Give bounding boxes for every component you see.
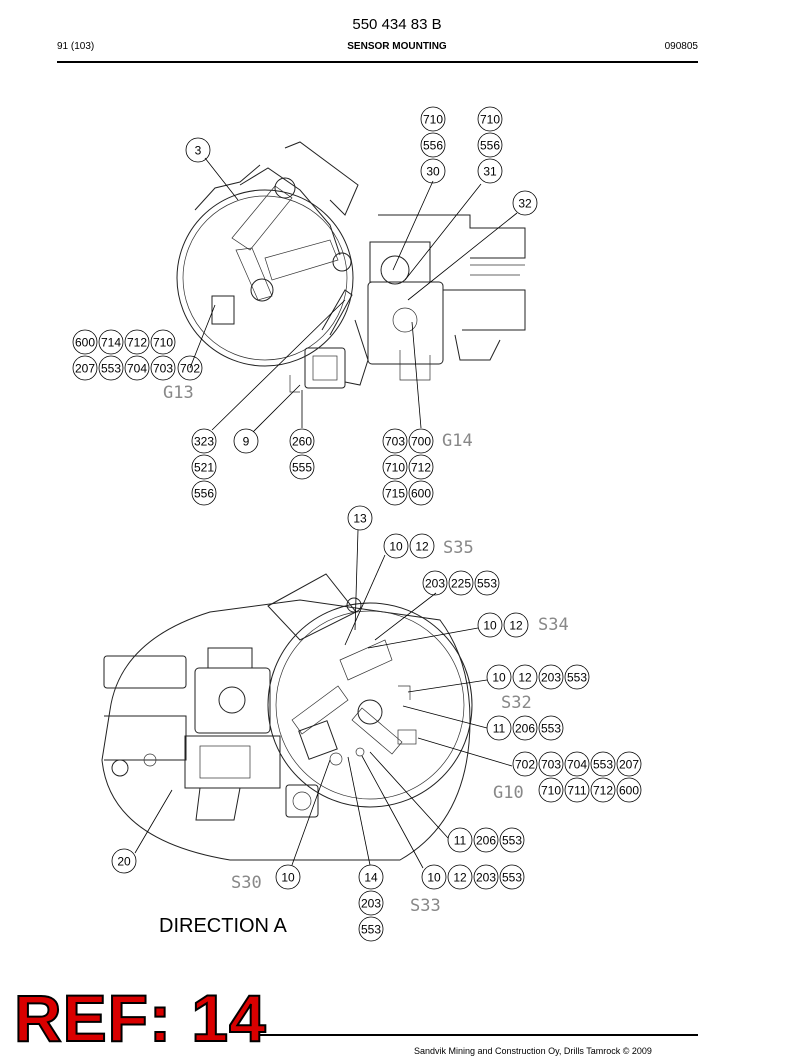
callout: 553 bbox=[567, 671, 587, 685]
footer-rule bbox=[260, 1034, 698, 1036]
callout: 10 bbox=[492, 671, 506, 685]
callout: 710 bbox=[423, 113, 443, 127]
page-number: 91 (103) bbox=[57, 41, 95, 52]
callout: 12 bbox=[509, 619, 523, 633]
callout: 203 bbox=[361, 897, 381, 911]
callout: 206 bbox=[515, 722, 535, 736]
callout: 32 bbox=[518, 197, 532, 211]
callout: 323 bbox=[194, 435, 214, 449]
callout: 31 bbox=[483, 165, 497, 179]
callout: 553 bbox=[541, 722, 561, 736]
callout: 703 bbox=[153, 362, 173, 376]
callout: 700 bbox=[411, 435, 431, 449]
callout: 710 bbox=[480, 113, 500, 127]
callout: 11 bbox=[454, 834, 467, 848]
callout: 12 bbox=[453, 871, 467, 885]
callout: 10 bbox=[389, 540, 403, 554]
callout: 3 bbox=[195, 144, 202, 158]
callout: 555 bbox=[292, 461, 312, 475]
callout: 553 bbox=[477, 577, 497, 591]
callout: 712 bbox=[127, 336, 147, 350]
top-view-drawing bbox=[176, 141, 526, 393]
callout: 712 bbox=[593, 784, 613, 798]
callout: 521 bbox=[194, 461, 214, 475]
sensor-label-s30: S30 bbox=[231, 873, 262, 893]
callout: 553 bbox=[361, 923, 381, 937]
callout: 553 bbox=[593, 758, 613, 772]
callout: 10 bbox=[483, 619, 497, 633]
sensor-label-s34: S34 bbox=[538, 615, 569, 635]
callout: 600 bbox=[619, 784, 639, 798]
callout: 712 bbox=[411, 461, 431, 475]
callout: 203 bbox=[476, 871, 496, 885]
callout: 30 bbox=[426, 165, 440, 179]
callout: 14 bbox=[364, 871, 378, 885]
callout: 10 bbox=[281, 871, 295, 885]
sensor-label-g13: G13 bbox=[163, 383, 194, 403]
sensor-label-s35: S35 bbox=[443, 538, 474, 558]
callout: 710 bbox=[541, 784, 561, 798]
callout: 207 bbox=[619, 758, 639, 772]
callout: 702 bbox=[515, 758, 535, 772]
document-date: 090805 bbox=[664, 41, 698, 52]
callout: 206 bbox=[476, 834, 496, 848]
callout: 710 bbox=[153, 336, 173, 350]
callout: 556 bbox=[480, 139, 500, 153]
callout: 553 bbox=[502, 871, 522, 885]
callout: 556 bbox=[423, 139, 443, 153]
sensor-labels: G13 G14 S35 S34 S32 G10 S30 S33 bbox=[163, 383, 569, 916]
callout: 704 bbox=[127, 362, 147, 376]
sensor-label-g10: G10 bbox=[493, 783, 524, 803]
callout: 12 bbox=[518, 671, 532, 685]
callout: 600 bbox=[75, 336, 95, 350]
header-rule bbox=[57, 61, 698, 63]
callout: 203 bbox=[541, 671, 561, 685]
callout: 20 bbox=[117, 855, 131, 869]
sensor-label-s33: S33 bbox=[410, 896, 441, 916]
callout: 600 bbox=[411, 487, 431, 501]
callout: 556 bbox=[194, 487, 214, 501]
document-number: 550 434 83 B bbox=[352, 16, 442, 33]
sensor-label-g14: G14 bbox=[442, 431, 473, 451]
footer-copyright: Sandvik Mining and Construction Oy, Dril… bbox=[414, 1046, 652, 1056]
callout: 703 bbox=[541, 758, 561, 772]
callout: 13 bbox=[353, 512, 367, 526]
callout: 11 bbox=[493, 722, 506, 736]
callout: 207 bbox=[75, 362, 95, 376]
callout: 12 bbox=[415, 540, 429, 554]
callout: 710 bbox=[385, 461, 405, 475]
callout: 553 bbox=[502, 834, 522, 848]
bottom-view-drawing bbox=[101, 573, 473, 861]
callout: 714 bbox=[101, 336, 121, 350]
callout: 711 bbox=[567, 784, 586, 798]
leader-lines bbox=[134, 157, 518, 869]
callout: 9 bbox=[243, 435, 250, 449]
callout: 702 bbox=[180, 362, 200, 376]
callout: 225 bbox=[451, 577, 471, 591]
callout: 203 bbox=[425, 577, 445, 591]
callout: 10 bbox=[427, 871, 441, 885]
sensor-label-s32: S32 bbox=[501, 693, 532, 713]
callout: 260 bbox=[292, 435, 312, 449]
callout: 715 bbox=[385, 487, 405, 501]
callout: 703 bbox=[385, 435, 405, 449]
callout: 704 bbox=[567, 758, 587, 772]
page-title: SENSOR MOUNTING bbox=[347, 41, 447, 52]
direction-label: DIRECTION A bbox=[159, 915, 287, 937]
callout: 553 bbox=[101, 362, 121, 376]
ref-stamp: REF: 14 bbox=[13, 981, 267, 1055]
callout-bubbles: 710 710 556 556 30 31 3 32 600 714 712 7… bbox=[72, 106, 642, 942]
